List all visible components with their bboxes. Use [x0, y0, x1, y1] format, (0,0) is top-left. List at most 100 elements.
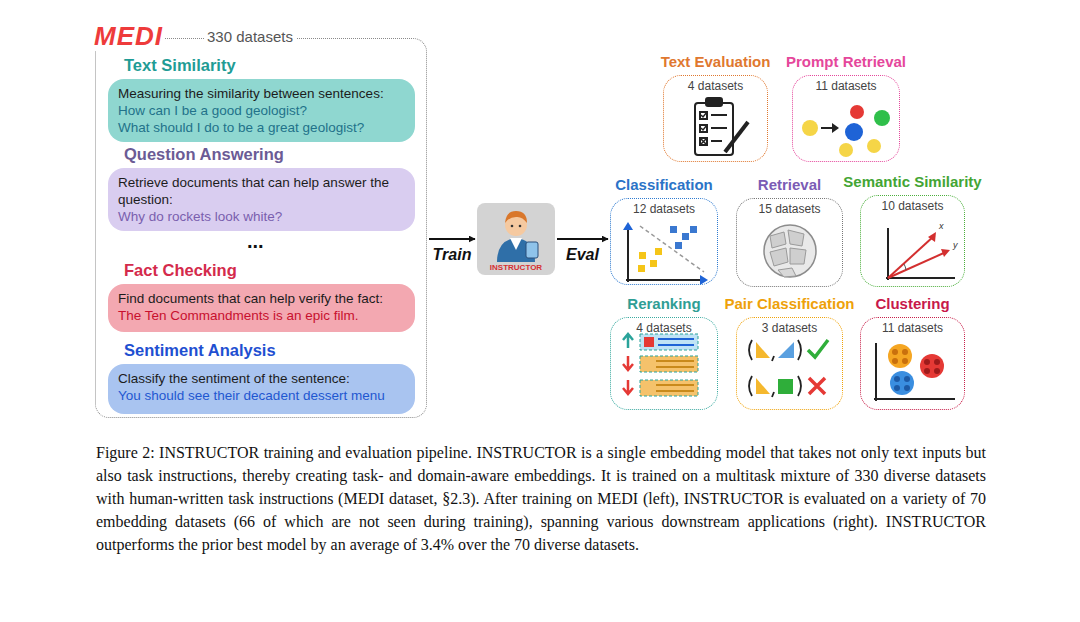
- classification-icon: [639, 252, 646, 259]
- rerank-icon: [656, 384, 694, 386]
- pair-icon: [808, 340, 828, 357]
- vector-icon: [888, 252, 946, 278]
- clipboard-icon: [725, 122, 748, 152]
- prompt-retrieval-icon: [850, 105, 864, 119]
- benchmark-title: Text Evaluation: [661, 53, 771, 70]
- rerank-icon: [623, 356, 633, 370]
- clipboard-icon: [711, 127, 727, 129]
- task-instruction: Retrieve documents that can help answer …: [118, 174, 405, 208]
- vector-icon: [887, 228, 889, 280]
- dataset-count: 10 datasets: [861, 199, 964, 213]
- prompt-retrieval-icon: [821, 127, 832, 129]
- flow-arrow: [429, 238, 475, 240]
- edge-label: Eval: [564, 246, 601, 264]
- cluster-icon: [904, 376, 910, 382]
- prompt-retrieval-icon: [839, 143, 853, 157]
- dataset-count: 4 datasets: [611, 321, 717, 335]
- benchmark-box: Pair Classification3 datasets: [736, 317, 843, 410]
- globe-icon: [778, 268, 796, 277]
- prompt-retrieval-icon: [832, 123, 839, 133]
- edge-label: Train: [431, 246, 474, 264]
- classification-icon: [655, 248, 662, 255]
- rerank-icon: [623, 334, 698, 396]
- rerank-icon: [623, 380, 633, 394]
- model-box: INSTRUCTOR: [477, 203, 555, 275]
- pair-icon: [778, 379, 793, 394]
- vector-icon: [941, 249, 950, 257]
- pair-icon: [798, 340, 801, 360]
- cluster-icon: [892, 358, 898, 364]
- clipboard-icon: [706, 98, 722, 106]
- classification-icon: [675, 242, 682, 249]
- cluster-icon: [902, 349, 908, 355]
- task-example: The Ten Commandments is an epic film.: [118, 307, 405, 324]
- classification-icon: [670, 226, 677, 233]
- instructor-icon: [477, 203, 555, 275]
- cluster-icon: [875, 343, 877, 401]
- dataset-count: 12 datasets: [611, 202, 717, 216]
- task-example: What should I do to be a great geologist…: [118, 119, 405, 136]
- cluster-icon: [892, 349, 898, 355]
- benchmark-box: Semantic Similarity10 datasets: [860, 195, 965, 287]
- cluster-icon: [890, 371, 914, 395]
- benchmark-title: Classification: [615, 176, 713, 193]
- vector-icon: [886, 228, 955, 280]
- cluster-icon: [920, 354, 944, 378]
- rerank-icon: [623, 334, 633, 348]
- clipboard-icon: [701, 112, 707, 117]
- dataset-count: 15 datasets: [737, 202, 842, 216]
- dataset-count: 11 datasets: [793, 79, 899, 93]
- rerank-icon: [656, 366, 694, 368]
- clipboard-icon: [695, 98, 748, 155]
- task-instruction: Measuring the similarity between sentenc…: [118, 85, 405, 102]
- prompt-retrieval-icon: [845, 123, 863, 141]
- classification-icon: [638, 265, 645, 272]
- prompt-retrieval-icon: [874, 110, 890, 126]
- dataset-logo: MEDI: [92, 21, 165, 51]
- globe-icon: [764, 225, 816, 277]
- rerank-icon: [640, 380, 698, 396]
- task-box: Sentiment AnalysisClassify the sentiment…: [108, 364, 415, 414]
- benchmark-box: Classification12 datasets: [610, 198, 718, 285]
- benchmark-title: Retrieval: [758, 176, 821, 193]
- dataset-count: 3 datasets: [737, 321, 842, 335]
- pair-icon: [756, 342, 770, 358]
- task-heading: Question Answering: [124, 145, 284, 164]
- benchmark-box: Text Evaluation4 datasets: [663, 75, 768, 162]
- vector-icon: [904, 264, 906, 270]
- rerank-icon: [658, 344, 694, 346]
- task-box: Text SimilarityMeasuring the similarity …: [108, 79, 415, 142]
- rerank-icon: [644, 337, 654, 347]
- pair-icon: [756, 378, 770, 394]
- classification-icon: [700, 275, 708, 285]
- rerank-icon: [640, 356, 698, 372]
- cluster-icon: [904, 385, 910, 391]
- task-heading: Fact Checking: [124, 261, 237, 280]
- benchmark-box: Reranking4 datasets: [610, 317, 718, 410]
- classification-icon: [640, 226, 704, 272]
- cluster-icon: [894, 385, 900, 391]
- pair-icon: [749, 376, 752, 396]
- clipboard-icon: [701, 125, 707, 130]
- cluster-icon: [894, 376, 900, 382]
- classification-icon: [626, 279, 704, 281]
- flow-arrow: [557, 238, 608, 240]
- axis-label: x: [939, 221, 944, 231]
- clipboard-icon: [700, 138, 707, 145]
- task-box: Fact CheckingFind documents that can hel…: [108, 284, 415, 332]
- benchmark-box: Clustering11 datasets: [860, 317, 965, 410]
- cluster-icon: [888, 344, 912, 368]
- figure-caption: Figure 2: INSTRUCTOR training and evalua…: [96, 441, 986, 556]
- cluster-icon: [874, 343, 955, 401]
- benchmark-title: Prompt Retrieval: [786, 53, 906, 70]
- vector-icon: [888, 236, 934, 278]
- dataset-count: 4 datasets: [664, 79, 767, 93]
- ellipsis: ...: [247, 230, 264, 253]
- pair-icon: [809, 378, 825, 394]
- instructor-icon: [477, 203, 555, 275]
- cluster-icon: [934, 359, 940, 365]
- dataset-count: 330 datasets: [204, 28, 296, 45]
- classification-icon: [690, 226, 697, 233]
- task-instruction: Classify the sentiment of the sentence:: [118, 370, 405, 387]
- instructor-icon: [519, 225, 522, 228]
